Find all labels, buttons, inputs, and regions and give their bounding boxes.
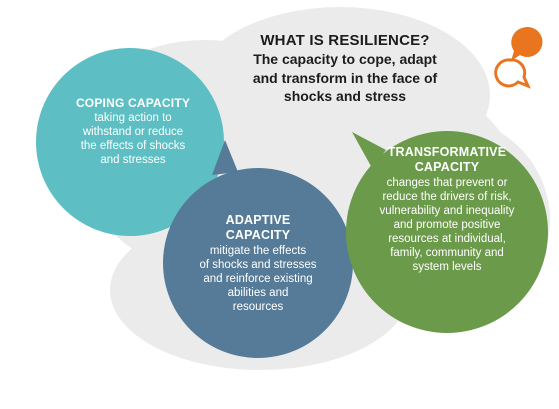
adaptive-capacity-text: ADAPTIVE CAPACITY mitigate the effects o… [176, 213, 340, 314]
coping-heading: COPING CAPACITY [75, 96, 191, 110]
coping-line: taking action to [94, 111, 172, 124]
title-line: shocks and stress [283, 88, 407, 105]
coping-line: and stresses [100, 153, 166, 166]
transformative-capacity-bubble [346, 131, 548, 333]
adaptive-heading: ADAPTIVE [225, 213, 291, 227]
transformative-capacity-text: TRANSFORMATIVE CAPACITY changes that pre… [354, 145, 540, 274]
adaptive-capacity-bubble [163, 140, 353, 358]
coping-capacity-text: COPING CAPACITY taking action to withsta… [58, 96, 208, 167]
adaptive-line: and reinforce existing [203, 272, 313, 285]
title-heading: WHAT IS RESILIENCE? [260, 32, 430, 49]
adaptive-line: mitigate the effects [209, 244, 307, 257]
coping-line: the effects of shocks [80, 139, 186, 152]
coping-line: withstand or reduce [82, 125, 184, 138]
transformative-line: and promote positive [393, 218, 501, 231]
transformative-heading: CAPACITY [414, 160, 480, 175]
adaptive-line: resources [232, 300, 284, 313]
adaptive-line: of shocks and stresses [199, 258, 317, 271]
title-line: The capacity to cope, adapt [253, 51, 437, 68]
title-block: WHAT IS RESILIENCE? The capacity to cope… [230, 32, 460, 106]
transformative-line: system levels [412, 260, 482, 273]
transformative-line: vulnerability and inequality [379, 204, 515, 217]
transformative-line: resources at individual, [388, 232, 506, 245]
transformative-line: family, community and [390, 246, 504, 259]
chat-bubbles-icon [494, 26, 543, 89]
transformative-line: reduce the drivers of risk, [382, 190, 512, 203]
title-line: and transform in the face of [252, 69, 438, 86]
transformative-line: changes that prevent or [386, 176, 508, 189]
transformative-heading: TRANSFORMATIVE [387, 145, 507, 159]
adaptive-heading: CAPACITY [225, 228, 291, 243]
adaptive-line: abilities and [227, 286, 289, 299]
